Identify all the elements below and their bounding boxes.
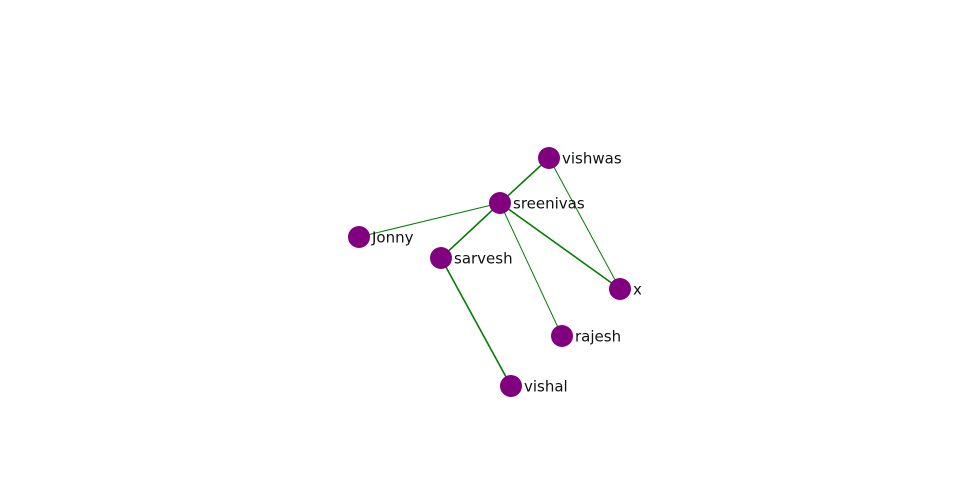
node-label: sarvesh bbox=[454, 250, 513, 268]
edge-sarvesh-vishal bbox=[440, 257, 512, 387]
node-vishwas[interactable]: vishwas bbox=[538, 147, 622, 169]
edge-sreenivas-jonny bbox=[358, 202, 501, 238]
edge-sreenivas-vishwas bbox=[499, 157, 550, 204]
edges-layer bbox=[358, 157, 621, 387]
edge-sreenivas-x bbox=[499, 202, 621, 290]
node-circle[interactable] bbox=[500, 375, 522, 397]
node-circle[interactable] bbox=[609, 278, 631, 300]
node-label: vishal bbox=[524, 378, 568, 396]
node-circle[interactable] bbox=[489, 192, 511, 214]
node-label: x bbox=[633, 281, 642, 299]
node-circle[interactable] bbox=[551, 325, 573, 347]
edge-sreenivas-sarvesh bbox=[440, 202, 501, 259]
node-label: Jonny bbox=[371, 229, 414, 247]
node-rajesh[interactable]: rajesh bbox=[551, 325, 621, 347]
node-label: rajesh bbox=[575, 328, 621, 346]
node-label: vishwas bbox=[562, 150, 622, 168]
node-sreenivas[interactable]: sreenivas bbox=[489, 192, 585, 214]
node-circle[interactable] bbox=[348, 226, 370, 248]
node-circle[interactable] bbox=[538, 147, 560, 169]
node-circle[interactable] bbox=[430, 247, 452, 269]
node-jonny[interactable]: Jonny bbox=[348, 226, 414, 248]
edge-sreenivas-rajesh bbox=[499, 202, 563, 337]
node-vishal[interactable]: vishal bbox=[500, 375, 568, 397]
edge-vishwas-x bbox=[548, 157, 621, 290]
node-x[interactable]: x bbox=[609, 278, 642, 300]
node-sarvesh[interactable]: sarvesh bbox=[430, 247, 513, 269]
node-label: sreenivas bbox=[513, 195, 585, 213]
